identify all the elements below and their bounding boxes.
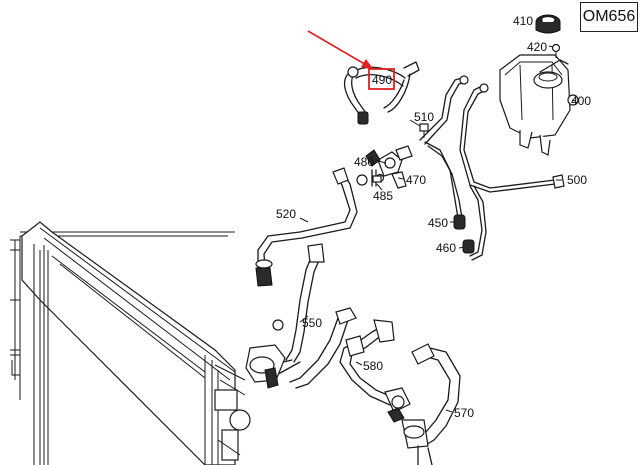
clip-485: [372, 175, 382, 183]
label-485: 485: [373, 189, 393, 203]
label-470: 470: [406, 173, 426, 187]
fitting-480-470: [356, 145, 413, 189]
leader-lines: [299, 19, 577, 413]
hose-580: [339, 319, 411, 423]
label-570: 570: [454, 406, 474, 420]
engine-code-box: OM656: [580, 2, 638, 32]
label-420: 420: [527, 40, 547, 54]
label-520: 520: [276, 207, 296, 221]
label-450: 450: [428, 216, 448, 230]
label-480: 480: [354, 155, 374, 169]
screw-420: [551, 43, 561, 58]
label-490: 490: [372, 73, 392, 87]
highlight-arrow: [307, 30, 374, 70]
label-550: 550: [302, 316, 322, 330]
tank-vent-stub: [539, 59, 569, 73]
bolt-510: [419, 123, 429, 138]
label-400: 400: [571, 94, 591, 108]
label-410: 410: [513, 14, 533, 28]
hose-520: [255, 167, 358, 287]
hose-550: [245, 243, 357, 389]
highlight-box-490: [368, 68, 395, 90]
hose-570: [401, 343, 461, 465]
hose-490: [343, 61, 420, 125]
label-460: 460: [436, 241, 456, 255]
engine-code-label: OM656: [582, 8, 636, 25]
tank-cap-410: [535, 14, 561, 34]
expansion-tank-400: [499, 54, 579, 156]
radiator: [10, 221, 251, 465]
coolant-pipes-500: [419, 75, 565, 261]
label-580: 580: [363, 359, 383, 373]
label-510: 510: [414, 110, 434, 124]
label-500: 500: [567, 173, 587, 187]
